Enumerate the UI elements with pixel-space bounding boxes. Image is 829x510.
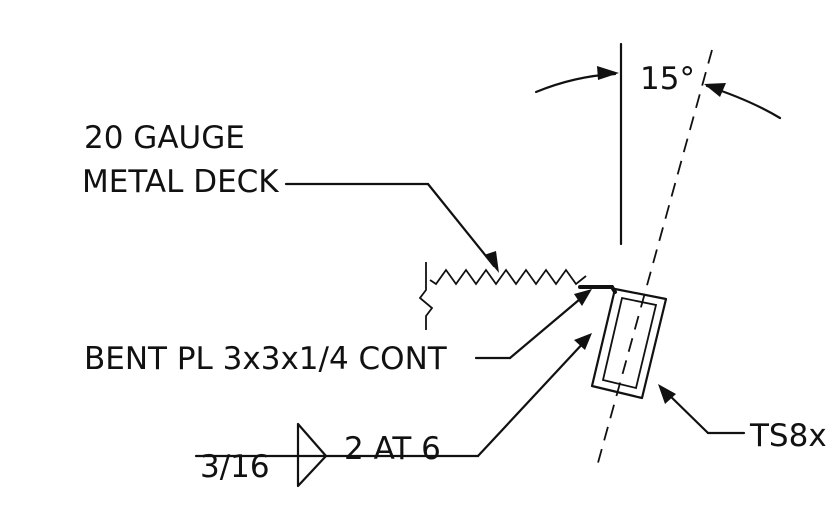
tube-steel-outer — [590, 287, 668, 400]
tube-steel-label: TS8x — [750, 418, 827, 454]
weld-spacing-label: 2 AT 6 — [344, 431, 441, 467]
deck-label-line2: METAL DECK — [82, 164, 279, 200]
fillet-weld-symbol — [296, 422, 328, 488]
break-symbol — [418, 262, 434, 330]
plate-leader-arrowhead — [574, 289, 592, 306]
deck-leader-arrowhead — [484, 251, 499, 273]
weld-arrow-line — [476, 338, 588, 458]
inclined-centerline — [595, 49, 713, 471]
angle-label: 15° — [640, 61, 695, 97]
tube-leader-arrowhead — [658, 384, 676, 404]
tube-steel-inner — [601, 296, 658, 390]
deck-label-line1: 20 GAUGE — [84, 120, 245, 156]
weld-size-label: 3/16 — [200, 449, 270, 485]
metal-deck-profile — [429, 268, 587, 286]
deck-leader-diagonal — [426, 182, 496, 268]
plate-leader-diagonal — [508, 292, 588, 360]
weld-arrowhead — [574, 333, 592, 350]
angle-arrowhead-right — [704, 83, 726, 97]
bent-plate-label: BENT PL 3x3x1/4 CONT — [84, 341, 447, 377]
angle-arrowhead-left — [597, 66, 619, 80]
